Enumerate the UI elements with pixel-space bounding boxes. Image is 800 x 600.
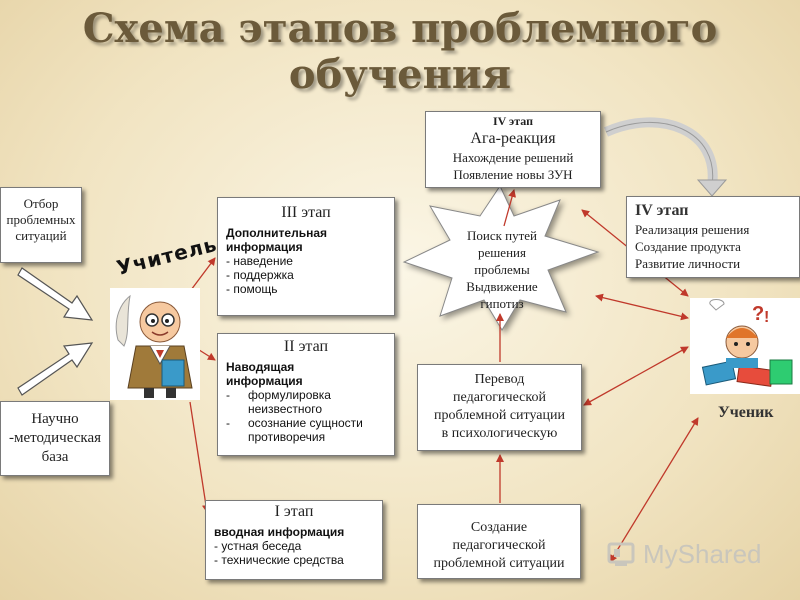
list-item: -осознание сущности противоречия — [226, 416, 363, 444]
list-item: - устная беседа — [214, 539, 302, 553]
watermark-text: MyShared — [643, 539, 762, 569]
list-item: - поддержка — [226, 268, 294, 282]
stage1-box: I этап вводная информация - устная бесед… — [205, 500, 383, 580]
transfer-situation-box: Перевод педагогической проблемной ситуац… — [417, 364, 582, 451]
list-item: - наведение — [226, 254, 293, 268]
realization-line: Реализация решения — [635, 222, 750, 237]
svg-text:!: ! — [764, 309, 769, 326]
stage3-list: - наведение - поддержка - помощь — [226, 254, 386, 296]
burst-shape — [402, 184, 600, 331]
watermark: MyShared — [605, 538, 765, 570]
stage1-list: - устная беседа - технические средства — [214, 539, 374, 567]
aha-line: Появление новы ЗУН — [453, 167, 573, 182]
realization-line: Развитие личности — [635, 256, 741, 271]
base-line: база — [41, 449, 69, 465]
stage3-header: III этап — [281, 204, 331, 221]
page-title: Схема этапов проблемного обучения — [82, 5, 718, 98]
student-cartoon-icon: ? ! — [690, 298, 800, 394]
list-item: -формулировка неизвестного — [226, 388, 331, 416]
aha-subtitle: Ага-реакция — [470, 130, 556, 147]
list-item: - помощь — [226, 282, 278, 296]
selection-line: проблемных — [6, 212, 76, 227]
realization-stage-box: IV этап Реализация решения Создание прод… — [626, 196, 800, 278]
stage1-title: вводная информация — [214, 525, 345, 539]
create-situation-box: Создание педагогической проблемной ситуа… — [417, 504, 581, 579]
aha-stage-box: IV этап Ага-реакция Нахождение решений П… — [425, 111, 601, 188]
aha-line: Нахождение решений — [452, 150, 574, 165]
input-arrows — [17, 267, 94, 396]
myshared-logo-icon — [607, 542, 635, 566]
aha-header: IV этап — [492, 114, 534, 128]
selection-line: ситуаций — [15, 228, 67, 243]
stage2-box: II этап Наводящая информация -формулиров… — [217, 333, 395, 456]
stage1-header: I этап — [274, 503, 314, 520]
methodical-base-box: Научно -методическая база — [0, 401, 110, 476]
stage2-header: II этап — [283, 338, 329, 355]
stage2-list: -формулировка неизвестного -осознание су… — [226, 388, 386, 444]
curved-arrow — [603, 117, 728, 197]
svg-text:?: ? — [752, 303, 764, 325]
realization-header: IV этап — [635, 202, 689, 219]
base-line: Научно — [31, 411, 79, 427]
selection-box: Отбор проблемных ситуаций — [0, 187, 82, 263]
stage2-title: Наводящая информация — [226, 360, 303, 388]
hypothesis-burst: Поиск путей решения проблемы Выдвижение … — [466, 228, 538, 311]
stage3-box: III этап Дополнительная информация - нав… — [217, 197, 395, 316]
red-connectors — [187, 189, 699, 563]
teacher-cartoon-icon — [110, 288, 200, 400]
list-item: - технические средства — [214, 553, 344, 567]
realization-line: Создание продукта — [635, 239, 741, 254]
base-line: -методическая — [8, 430, 102, 446]
selection-line: Отбор — [23, 196, 59, 211]
student-label: Ученик — [718, 404, 774, 421]
stage3-title: Дополнительная информация — [226, 226, 328, 254]
